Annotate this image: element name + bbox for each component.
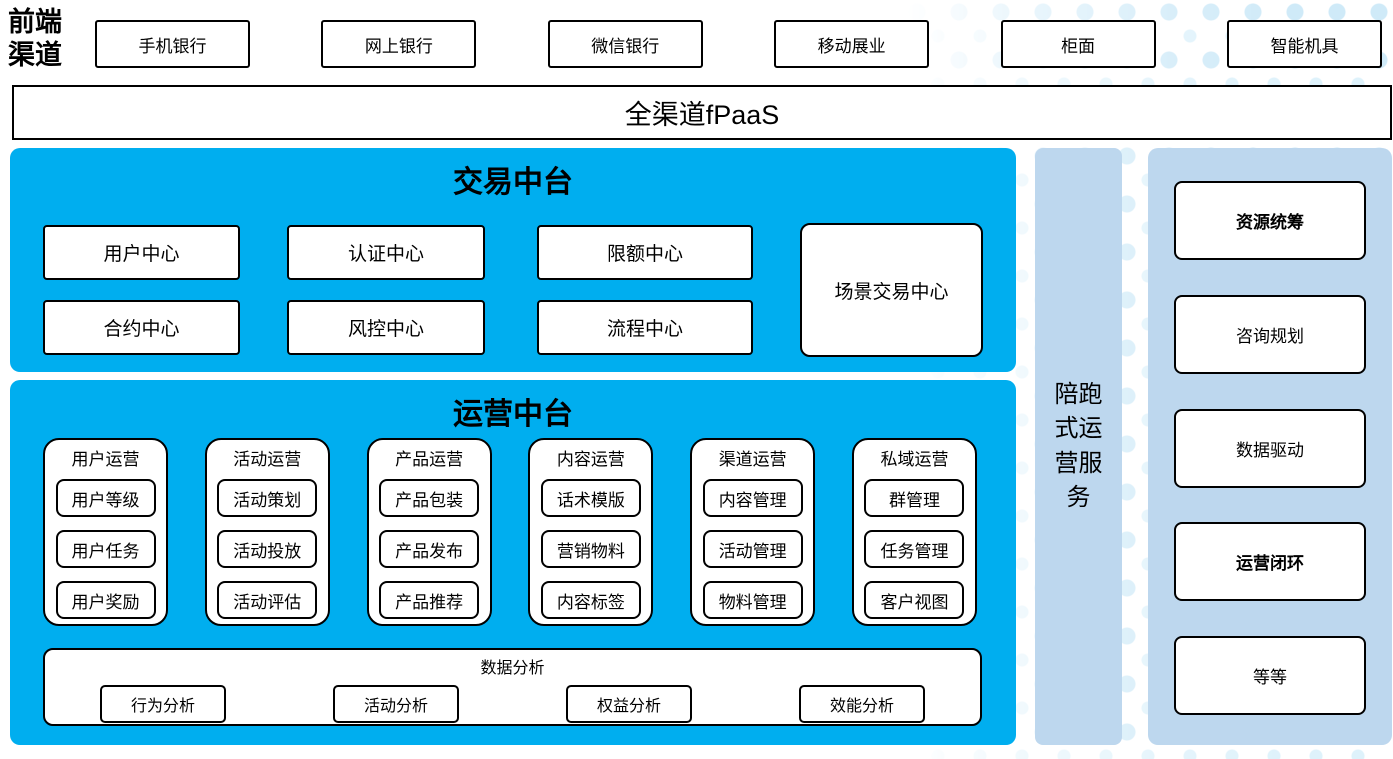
ops-column-title: 用户运营 — [71, 450, 140, 469]
ops-item: 用户奖励 — [55, 581, 156, 619]
analysis-box-activity: 活动分析 — [333, 685, 459, 723]
ops-item: 活动投放 — [217, 530, 318, 568]
operations-platform-panel: 运营中台 用户运营 用户等级 用户任务 用户奖励 活动运营 活动策划 活动投放 … — [10, 380, 1016, 745]
service-box-etc: 等等 — [1174, 636, 1366, 715]
ops-column-private-domain: 私域运营 群管理 任务管理 客户视图 — [851, 438, 977, 626]
ops-column-product: 产品运营 产品包装 产品发布 产品推荐 — [366, 438, 492, 626]
ops-item: 任务管理 — [864, 530, 965, 568]
ops-item: 用户等级 — [55, 479, 156, 517]
service-box-resource: 资源统筹 — [1174, 181, 1366, 260]
analysis-box-behavior: 行为分析 — [100, 685, 226, 723]
center-box-contract: 合约中心 — [43, 300, 240, 355]
channel-box-wechat-banking: 微信银行 — [547, 20, 703, 68]
channel-box-online-banking: 网上银行 — [321, 20, 477, 68]
ops-column-title: 产品运营 — [395, 450, 464, 469]
ops-column-title: 私域运营 — [880, 450, 949, 469]
channel-box-smart-device: 智能机具 — [1226, 20, 1382, 68]
center-box-scene-transaction: 场景交易中心 — [800, 223, 983, 357]
operations-columns: 用户运营 用户等级 用户任务 用户奖励 活动运营 活动策划 活动投放 活动评估 … — [43, 438, 977, 626]
service-box-data-driven: 数据驱动 — [1174, 408, 1366, 488]
ops-column-content: 内容运营 话术模版 营销物料 内容标签 — [528, 438, 654, 626]
center-box-risk: 风控中心 — [287, 300, 485, 355]
data-analysis-row: 行为分析 活动分析 权益分析 效能分析 — [45, 685, 980, 723]
channel-row: 手机银行 网上银行 微信银行 移动展业 柜面 智能机具 — [95, 20, 1382, 68]
center-box-user: 用户中心 — [43, 225, 240, 280]
service-items-panel: 资源统筹 咨询规划 数据驱动 运营闭环 等等 — [1148, 148, 1392, 745]
transaction-platform-panel: 交易中台 用户中心 认证中心 限额中心 合约中心 风控中心 流程中心 场景交易中… — [10, 148, 1016, 372]
ops-item: 产品包装 — [379, 479, 480, 517]
data-analysis-container: 数据分析 行为分析 活动分析 权益分析 效能分析 — [43, 648, 982, 726]
ops-item: 活动策划 — [217, 479, 318, 517]
omnichannel-fpaas-bar: 全渠道fPaaS — [12, 85, 1392, 140]
ops-item: 话术模版 — [540, 479, 641, 517]
channel-box-counter: 柜面 — [1000, 20, 1156, 68]
channel-box-mobile-banking: 手机银行 — [95, 20, 250, 68]
center-box-limit: 限额中心 — [537, 225, 753, 280]
ops-column-activity: 活动运营 活动策划 活动投放 活动评估 — [204, 438, 330, 626]
ops-item: 内容管理 — [702, 479, 803, 517]
ops-item: 客户视图 — [864, 581, 965, 619]
ops-column-title: 内容运营 — [556, 450, 625, 469]
ops-column-title: 活动运营 — [233, 450, 302, 469]
front-channel-label: 前端渠道 — [8, 7, 62, 70]
ops-item: 产品推荐 — [379, 581, 480, 619]
transaction-platform-title: 交易中台 — [453, 166, 573, 199]
ops-item: 产品发布 — [379, 530, 480, 568]
analysis-box-efficiency: 效能分析 — [799, 685, 925, 723]
ops-column-user: 用户运营 用户等级 用户任务 用户奖励 — [43, 438, 168, 626]
service-box-consulting: 咨询规划 — [1174, 294, 1366, 374]
ops-item: 营销物料 — [540, 530, 641, 568]
accompany-operation-service-bar: 陪跑式运营服务 — [1035, 148, 1122, 745]
ops-item: 内容标签 — [540, 581, 641, 619]
data-analysis-title: 数据分析 — [480, 660, 545, 677]
ops-item: 群管理 — [864, 479, 965, 517]
center-box-process: 流程中心 — [537, 300, 753, 355]
ops-item: 活动评估 — [217, 581, 318, 619]
ops-column-title: 渠道运营 — [718, 450, 787, 469]
analysis-box-rights: 权益分析 — [566, 685, 692, 723]
ops-item: 活动管理 — [702, 530, 803, 568]
service-box-closed-loop: 运营闭环 — [1174, 522, 1366, 602]
ops-item: 用户任务 — [55, 530, 156, 568]
accompany-operation-service-label: 陪跑式运营服务 — [1054, 381, 1103, 511]
channel-box-mobile-marketing: 移动展业 — [774, 20, 930, 68]
center-box-auth: 认证中心 — [287, 225, 485, 280]
operations-platform-title: 运营中台 — [453, 398, 573, 431]
ops-item: 物料管理 — [702, 581, 803, 619]
ops-column-channel: 渠道运营 内容管理 活动管理 物料管理 — [690, 438, 816, 626]
